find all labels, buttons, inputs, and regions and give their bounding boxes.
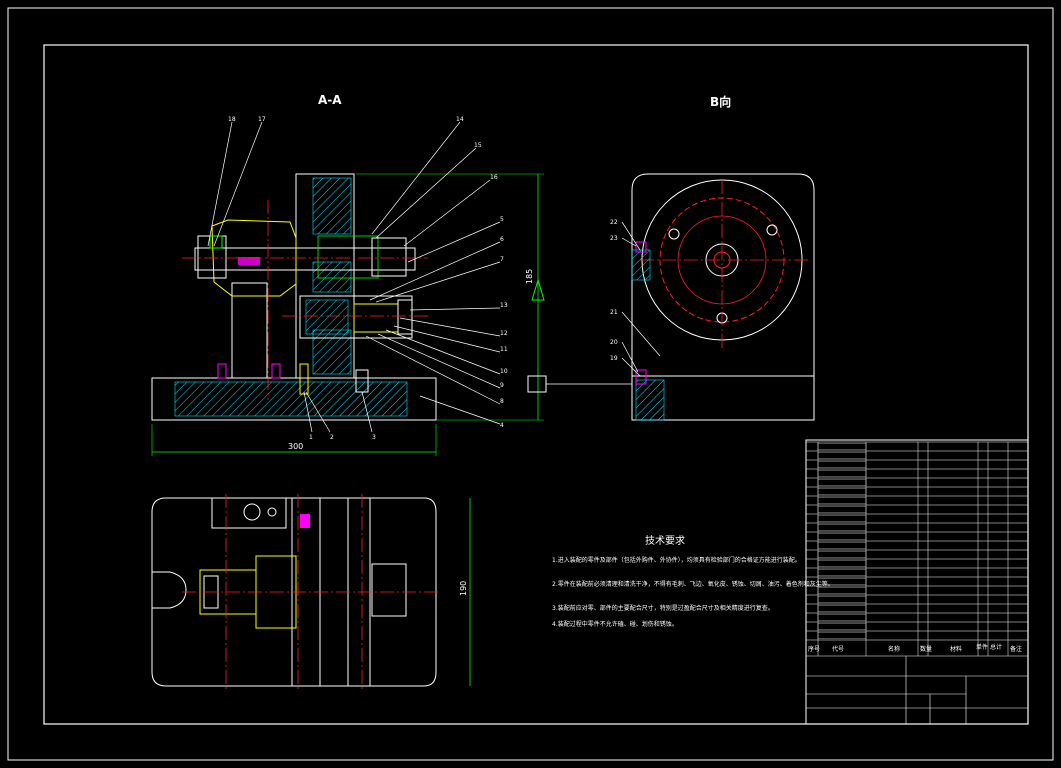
dim-height-plan: 190 — [459, 581, 468, 596]
bom-row — [817, 551, 867, 558]
bom-row — [817, 479, 867, 486]
bom-header-material: 材料 — [950, 645, 962, 653]
callout-19: 19 — [610, 355, 618, 362]
callout-21: 21 — [610, 309, 618, 316]
callout-7: 7 — [500, 256, 504, 263]
tech-line-3: 3.装配前应对零、部件的主要配合尺寸，特别是过盈配合尺寸及相关精度进行复查。 — [552, 604, 774, 612]
bom-header: 序号 代号 名称 数量 材料 单件 总计 备注 — [808, 643, 1022, 653]
handwheel — [211, 219, 297, 297]
bom-header-remark: 备注 — [1010, 645, 1022, 653]
bom-header-unit: 单件 — [976, 643, 988, 651]
bom-row — [817, 614, 867, 621]
base-plate — [151, 377, 437, 421]
plan-view: 190 — [151, 494, 471, 690]
bom-row — [817, 470, 867, 477]
bom-row — [817, 488, 867, 495]
callout-numbers: 18 17 14 15 16 5 6 7 13 12 11 10 9 8 4 1… — [228, 116, 508, 441]
bom-header-name: 名称 — [888, 645, 900, 653]
bom-header-qty: 数量 — [920, 645, 932, 653]
callout-2: 2 — [330, 434, 334, 441]
dim-width: 300 — [288, 442, 303, 451]
drawing-border — [43, 44, 1029, 725]
callout-3: 3 — [372, 434, 376, 441]
bom-row — [817, 497, 867, 504]
bom-row — [817, 596, 867, 603]
section-label: A-A — [318, 93, 342, 107]
callout-leaders — [207, 121, 501, 433]
bom-header-total: 总计 — [990, 643, 1002, 651]
view-b-label: B向 — [710, 94, 731, 109]
bom-row — [817, 623, 867, 630]
callout-8: 8 — [500, 398, 504, 405]
tech-line-2: 2.零件在装配前必须清理和清洗干净，不得有毛刺、飞边、氧化皮、锈蚀、切屑、油污、… — [552, 580, 834, 588]
bom-row — [817, 461, 867, 468]
callout-4: 4 — [500, 422, 504, 429]
view-b: B向 — [631, 94, 815, 421]
view-b-callouts — [621, 221, 661, 377]
bom-row — [817, 452, 867, 459]
bom-header-code: 代号 — [832, 645, 844, 653]
bom-header-no: 序号 — [808, 645, 820, 653]
callout-5: 5 — [500, 216, 504, 223]
view-arrow-b — [531, 278, 545, 301]
callout-14: 14 — [456, 116, 464, 123]
bom-row — [817, 560, 867, 567]
callout-16: 16 — [490, 174, 498, 181]
tech-line-4: 4.装配过程中零件不允许磕、碰、划伤和锈蚀。 — [552, 620, 678, 628]
upper-shaft — [194, 247, 416, 271]
callout-11: 11 — [500, 346, 508, 353]
bom-row — [817, 632, 867, 639]
bom-row — [817, 533, 867, 540]
bom-row — [817, 443, 867, 450]
callout-22: 22 — [610, 219, 618, 226]
callout-13: 13 — [500, 302, 508, 309]
callout-10: 10 — [500, 368, 508, 375]
callout-20: 20 — [610, 339, 618, 346]
bom-row — [817, 542, 867, 549]
callout-9: 9 — [500, 382, 504, 389]
callout-12: 12 — [500, 330, 508, 337]
bill-of-materials — [805, 439, 1029, 725]
left-column — [231, 282, 268, 379]
bracket-outline — [631, 173, 815, 421]
bom-row — [817, 506, 867, 513]
callout-1: 1 — [309, 434, 313, 441]
callout-18: 18 — [228, 116, 236, 123]
callout-15: 15 — [474, 142, 482, 149]
view-b-callout-numbers: 22 23 21 20 19 — [610, 219, 618, 362]
callout-17: 17 — [258, 116, 266, 123]
bom-row — [817, 605, 867, 612]
bom-row — [817, 515, 867, 522]
bom-row — [817, 569, 867, 576]
callout-23: 23 — [610, 235, 618, 242]
outer-frame — [7, 7, 1054, 761]
bom-row — [817, 587, 867, 594]
section-view-aa: A-A 300 — [151, 93, 632, 456]
tech-title: 技术要求 — [645, 534, 685, 547]
tech-line-1: 1.进入装配的零件及部件（包括外购件、外协件），均须具有检验部门的合格证方能进行… — [552, 556, 801, 564]
callout-6: 6 — [500, 236, 504, 243]
bom-row — [817, 524, 867, 531]
tech-requirements: 技术要求 1.进入装配的零件及部件（包括外购件、外协件），均须具有检验部门的合格… — [552, 534, 834, 628]
dim-height-right: 185 — [525, 269, 534, 284]
